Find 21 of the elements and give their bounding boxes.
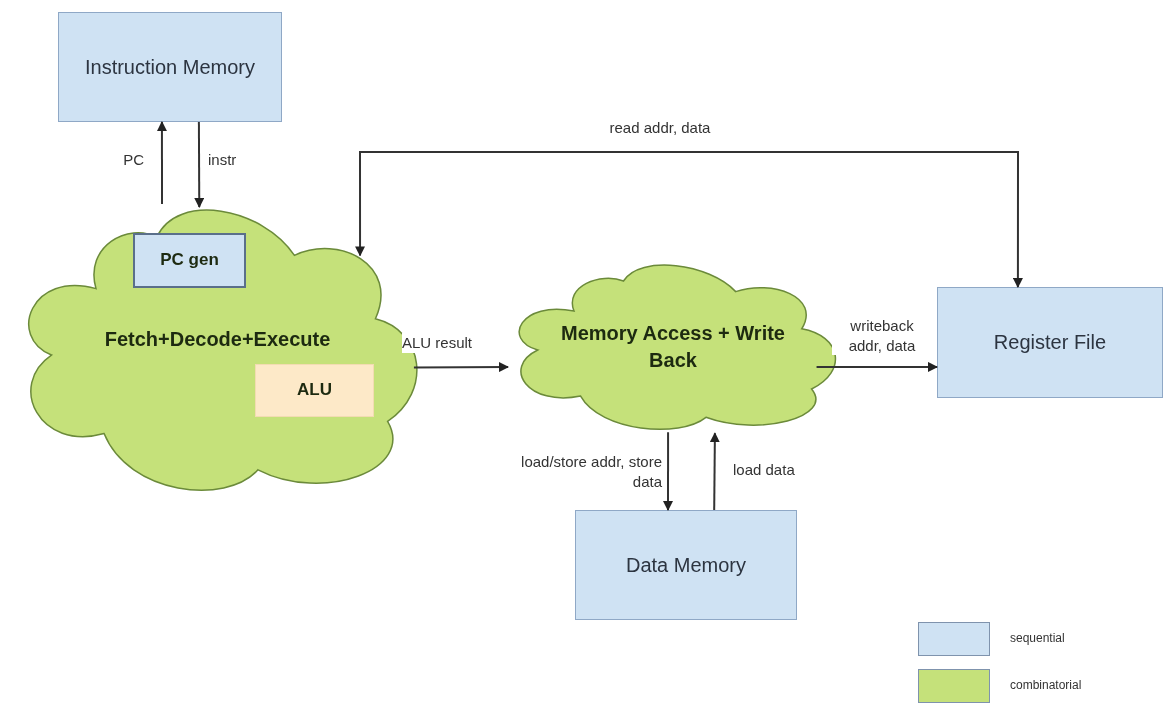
box-label: PC gen xyxy=(160,249,219,272)
legend-label: combinatorial xyxy=(1010,678,1082,692)
arrow xyxy=(194,121,205,209)
cloud-label: Fetch+Decode+Execute xyxy=(103,327,332,352)
box-label: ALU xyxy=(297,379,332,402)
unit-box xyxy=(133,233,246,288)
arrow xyxy=(412,362,509,373)
arrow xyxy=(355,151,1023,288)
arrow xyxy=(156,121,167,206)
box-label: Data Memory xyxy=(626,552,746,578)
memory-box xyxy=(58,12,282,122)
memory-box xyxy=(575,510,797,620)
box-label: Register File xyxy=(993,330,1107,355)
legend-label: sequential xyxy=(1010,631,1065,645)
arrow xyxy=(663,431,673,511)
cloud-label: Memory Access + Write Back xyxy=(560,321,786,373)
memory-box xyxy=(937,287,1163,398)
alu-box xyxy=(255,364,374,417)
arrow xyxy=(815,361,938,372)
box-label: Instruction Memory xyxy=(84,54,256,80)
arrow xyxy=(709,432,720,511)
